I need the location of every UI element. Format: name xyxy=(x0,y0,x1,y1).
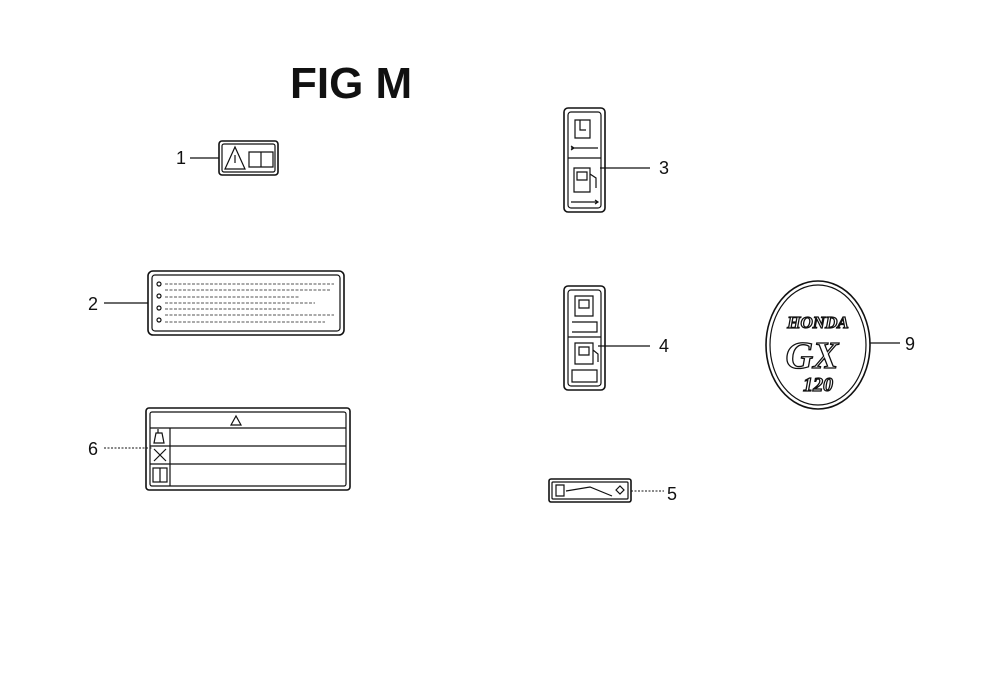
badge-model: GX xyxy=(786,335,840,377)
fast-icon xyxy=(615,485,625,495)
part-2-instruction-label xyxy=(147,270,345,336)
warning-triangle-icon xyxy=(229,414,243,426)
figure-title: FIG M xyxy=(290,59,412,108)
part-9-honda-gx120-badge: HONDA GX 120 xyxy=(765,280,871,410)
callout-6: 6 xyxy=(88,439,98,459)
part-6-warning-table-label xyxy=(145,407,351,491)
slow-icon xyxy=(555,484,565,497)
warning-triangle-icon xyxy=(224,145,246,170)
part-3-fuel-choke-label xyxy=(563,107,606,213)
lever-icon xyxy=(572,321,598,333)
callout-4: 4 xyxy=(659,336,669,356)
badge-brand: HONDA xyxy=(786,313,848,332)
callout-5: 5 xyxy=(667,484,677,504)
fuel-on-icon xyxy=(574,342,599,365)
part-4-fuel-valve-label xyxy=(563,285,606,391)
fuel-off-icon xyxy=(574,295,594,317)
callout-3: 3 xyxy=(659,158,669,178)
arrow-left-icon xyxy=(570,145,598,151)
arrow-right-icon xyxy=(571,199,600,205)
throttle-curve-icon xyxy=(565,486,613,497)
part-1-warning-label xyxy=(218,140,279,176)
badge-displacement: 120 xyxy=(803,374,833,396)
callout-2: 2 xyxy=(88,294,98,314)
callout-9: 9 xyxy=(905,334,915,354)
exhaust-icon xyxy=(153,448,167,462)
fuel-pump-icon xyxy=(573,167,597,193)
manual-book-icon xyxy=(248,151,274,168)
part-5-throttle-label xyxy=(548,478,632,503)
fuel-fire-icon xyxy=(153,429,165,444)
callout-1: 1 xyxy=(176,148,186,168)
choke-icon xyxy=(574,119,591,139)
lever-on-icon xyxy=(571,369,598,383)
